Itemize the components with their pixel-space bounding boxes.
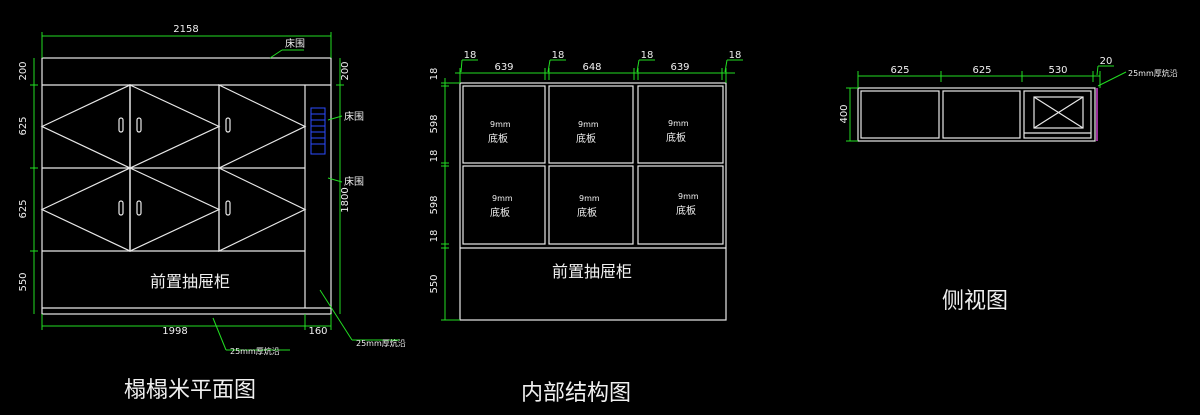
side-dim-left: 400 bbox=[839, 104, 850, 123]
plan-handle bbox=[225, 200, 231, 216]
interior-dim-top-1: 639 bbox=[494, 62, 513, 73]
plan-outer-frame bbox=[41, 57, 332, 315]
plan-handle bbox=[136, 200, 142, 216]
interior-dim-top-3: 648 bbox=[582, 62, 601, 73]
side-outer-frame bbox=[857, 87, 1096, 142]
plan-door-b2 bbox=[129, 167, 221, 252]
plan-dim-left-2: 625 bbox=[18, 199, 29, 218]
plan-door-a1 bbox=[40, 84, 131, 169]
plan-dim-right-1: 1800 bbox=[340, 187, 351, 212]
interior-leader bbox=[636, 59, 640, 73]
interior-dim-left-3: 598 bbox=[429, 195, 440, 214]
interior-dim-top-4: 18 bbox=[641, 50, 654, 61]
side-section bbox=[860, 90, 940, 139]
side-drawer bbox=[1033, 96, 1084, 129]
interior-cell-label: 底板 bbox=[676, 204, 696, 217]
side-view: 625 625 530 20 400 25mm厚炕沿 侧视图 bbox=[839, 56, 1178, 314]
interior-cell bbox=[462, 165, 546, 245]
plan-callout-0: 床围 bbox=[285, 37, 305, 50]
interior-cell-thick: 9mm bbox=[490, 120, 511, 129]
plan-handle bbox=[118, 117, 124, 133]
plan-door-b1 bbox=[40, 167, 131, 252]
plan-leader bbox=[319, 289, 353, 341]
interior-cell-label: 底板 bbox=[576, 132, 596, 145]
plan-handle bbox=[118, 200, 124, 216]
plan-dim-left-0: 200 bbox=[18, 61, 29, 80]
plan-dim-right-0: 200 bbox=[340, 61, 351, 80]
interior-cell-thick: 9mm bbox=[492, 194, 513, 203]
interior-drawer-label: 前置抽屉柜 bbox=[552, 262, 632, 281]
plan-door-a3 bbox=[218, 84, 307, 169]
interior-cell-label: 底板 bbox=[577, 206, 597, 219]
interior-cell-label: 底板 bbox=[666, 131, 686, 144]
plan-leader bbox=[212, 317, 227, 351]
plan-drawer-label: 前置抽屉柜 bbox=[150, 272, 230, 291]
plan-dim-bottom-left: 1998 bbox=[162, 326, 187, 337]
side-callout: 25mm厚炕沿 bbox=[1128, 68, 1178, 78]
plan-callout-3: 25mm厚炕沿 bbox=[230, 346, 280, 356]
interior-cell bbox=[462, 85, 546, 164]
side-section bbox=[942, 90, 1021, 139]
interior-cell bbox=[637, 165, 724, 245]
interior-dim-top-2: 18 bbox=[552, 50, 565, 61]
plan-leader bbox=[327, 115, 343, 121]
side-section bbox=[1023, 90, 1092, 139]
side-leader bbox=[1097, 71, 1127, 87]
interior-dim-left-5: 550 bbox=[429, 274, 440, 293]
interior-cell-thick: 9mm bbox=[579, 194, 600, 203]
plan-leader bbox=[327, 177, 343, 183]
plan-callout-1: 床围 bbox=[344, 110, 364, 123]
interior-title: 内部结构图 bbox=[521, 381, 631, 406]
interior-outer-frame bbox=[459, 82, 727, 321]
interior-dim-top-5: 639 bbox=[670, 62, 689, 73]
interior-cell bbox=[548, 165, 634, 245]
plan-door-b3 bbox=[218, 167, 307, 252]
side-dim-top-2: 530 bbox=[1048, 65, 1067, 76]
interior-leader bbox=[547, 59, 551, 73]
interior-dim-left-1: 598 bbox=[429, 114, 440, 133]
plan-dim-bottom-right: 160 bbox=[308, 326, 327, 337]
interior-cell bbox=[548, 85, 634, 164]
plan-door-a2 bbox=[129, 84, 221, 169]
plan-callout-2: 床围 bbox=[344, 175, 364, 188]
interior-view: 9mm 底板 9mm 底板 9mm 底板 9mm 底板 9mm 底板 9mm 底… bbox=[429, 50, 743, 406]
side-drawer-cross bbox=[1033, 96, 1084, 129]
interior-cell-thick: 9mm bbox=[578, 120, 599, 129]
interior-dim-left-4: 18 bbox=[429, 230, 440, 243]
plan-title: 榻榻米平面图 bbox=[124, 378, 256, 403]
side-leader bbox=[1096, 65, 1099, 76]
side-dim-top-3: 20 bbox=[1100, 56, 1113, 67]
plan-view: 前置抽屉柜 2158 200 625 625 550 200 1800 1998… bbox=[18, 24, 406, 403]
interior-cell-thick: 9mm bbox=[668, 119, 689, 128]
plan-dim-left-3: 550 bbox=[18, 272, 29, 291]
interior-dim-top-0: 18 bbox=[464, 50, 477, 61]
interior-cell-label: 底板 bbox=[490, 206, 510, 219]
plan-guard-rail bbox=[310, 107, 326, 155]
plan-handle bbox=[225, 117, 231, 133]
side-dim-top-1: 625 bbox=[972, 65, 991, 76]
plan-dim-top: 2158 bbox=[173, 24, 198, 35]
interior-cell bbox=[637, 85, 724, 164]
plan-handle bbox=[136, 117, 142, 133]
interior-dim-left-2: 18 bbox=[429, 150, 440, 163]
interior-dim-left-0: 18 bbox=[429, 68, 440, 81]
side-title: 侧视图 bbox=[942, 289, 1008, 314]
side-dim-top-0: 625 bbox=[890, 65, 909, 76]
plan-callout-4: 25mm厚炕沿 bbox=[356, 338, 406, 348]
interior-dim-top-6: 18 bbox=[729, 50, 742, 61]
interior-leader bbox=[724, 59, 728, 73]
interior-cell-label: 底板 bbox=[488, 132, 508, 145]
interior-cell-thick: 9mm bbox=[678, 192, 699, 201]
plan-leader bbox=[269, 49, 283, 59]
interior-leader bbox=[460, 59, 463, 73]
plan-dim-left-1: 625 bbox=[18, 116, 29, 135]
